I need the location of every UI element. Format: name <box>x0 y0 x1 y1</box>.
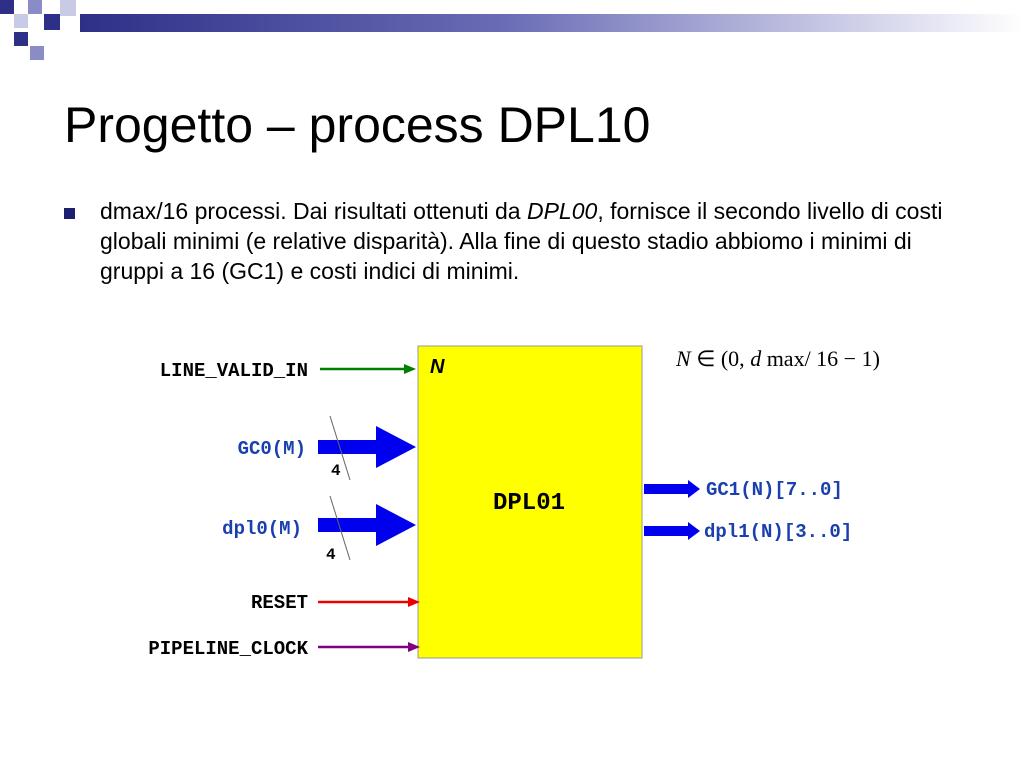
gc1-output-arrow <box>644 480 700 498</box>
dpl1-output-arrow <box>644 522 700 540</box>
dpl0-bus-width: 4 <box>326 546 336 564</box>
bullet-marker <box>64 208 75 219</box>
corner-decoration <box>0 0 76 60</box>
range-formula: N ∈ (0, d max/ 16 − 1) <box>676 346 880 372</box>
gc0-bus-arrow <box>318 415 416 481</box>
input-label-reset: RESET <box>250 592 308 614</box>
formula-d: d <box>750 346 762 371</box>
dpl01-block <box>417 345 643 659</box>
block-label: DPL01 <box>492 490 565 517</box>
formula-var: N <box>676 346 691 371</box>
block-corner-label: N <box>430 356 445 378</box>
bullet-text: dmax/16 processi. Dai risultati ottenuti… <box>100 196 970 286</box>
bullet-text-before: dmax/16 processi. Dai risultati ottenuti… <box>100 198 527 224</box>
header-bar <box>80 14 1024 32</box>
input-label-line-valid-in: LINE_VALID_IN <box>159 360 308 382</box>
bullet-emphasis: DPL00 <box>526 198 598 224</box>
input-label-pipeline-clock: PIPELINE_CLOCK <box>148 638 308 660</box>
gc0-bus-width: 4 <box>331 462 341 480</box>
output-label-dpl1: dpl1(N)[3..0] <box>704 521 853 543</box>
formula-rest: max/ 16 − 1) <box>761 346 880 371</box>
pipeline-clock-arrow <box>318 642 420 652</box>
output-label-gc1: GC1(N)[7..0] <box>706 479 843 501</box>
input-label-dpl0: dpl0(M) <box>222 518 302 540</box>
reset-arrow <box>318 597 420 607</box>
dpl0-bus-arrow <box>318 495 416 561</box>
formula-rel: ∈ (0, <box>690 346 751 371</box>
input-label-gc0: GC0(M) <box>237 438 306 460</box>
bullet-text-after: , fornisce il secondo livello di costi g… <box>100 198 943 284</box>
line-valid-in-arrow <box>320 364 416 374</box>
slide-title: Progetto – process DPL10 <box>64 97 651 153</box>
